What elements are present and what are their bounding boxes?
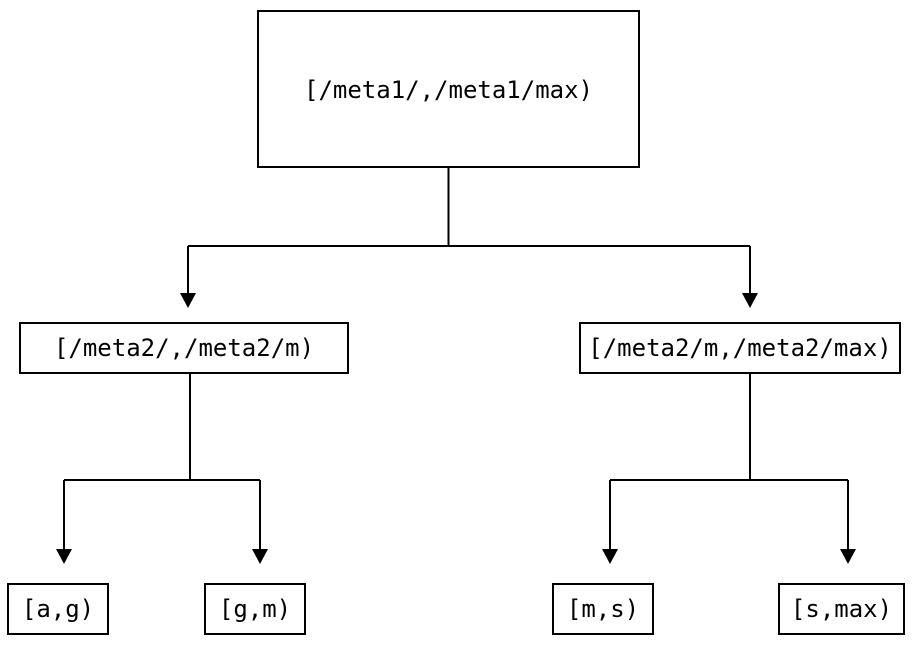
arrowhead-root-to-mid-left <box>180 293 196 308</box>
arrowhead-midleft-to-leaf1 <box>56 549 72 564</box>
node-root[interactable]: [/meta1/,/meta1/max) <box>257 10 640 168</box>
node-leaf-s-max-box[interactable] <box>778 583 905 635</box>
node-mid-left-label: [/meta2/,/meta2/m) <box>54 334 314 362</box>
arrowhead-root-to-mid-right <box>742 293 758 308</box>
node-leaf-m-s-box[interactable] <box>552 583 654 635</box>
node-root-label: [/meta1/,/meta1/max) <box>304 76 593 104</box>
arrowhead-midright-to-leaf4 <box>840 549 856 564</box>
node-root-box[interactable] <box>257 10 640 168</box>
node-leaf-a-g-box[interactable] <box>7 583 109 635</box>
node-mid-left[interactable]: [/meta2/,/meta2/m) <box>19 322 349 374</box>
arrowhead-midleft-to-leaf2 <box>252 549 268 564</box>
edge-midleft-to-leaves-group <box>56 373 268 564</box>
node-leaf-s-max-label: [s,max) <box>791 595 892 623</box>
node-leaf-g-m-label: [g,m) <box>219 595 291 623</box>
node-leaf-s-max[interactable]: [s,max) <box>778 583 905 635</box>
node-leaf-g-m[interactable]: [g,m) <box>204 583 306 635</box>
edge-midright-to-leaves-group <box>602 373 856 564</box>
node-leaf-a-g-label: [a,g) <box>22 595 94 623</box>
edge-root-to-mid-group <box>180 167 758 308</box>
node-leaf-m-s-label: [m,s) <box>567 595 639 623</box>
node-leaf-a-g[interactable]: [a,g) <box>7 583 109 635</box>
node-mid-right-label: [/meta2/m,/meta2/max) <box>588 334 891 362</box>
node-leaf-m-s[interactable]: [m,s) <box>552 583 654 635</box>
node-mid-right[interactable]: [/meta2/m,/meta2/max) <box>579 322 901 374</box>
node-mid-right-box[interactable] <box>579 322 901 374</box>
arrowhead-midright-to-leaf3 <box>602 549 618 564</box>
node-mid-left-box[interactable] <box>19 322 349 374</box>
node-leaf-g-m-box[interactable] <box>204 583 306 635</box>
